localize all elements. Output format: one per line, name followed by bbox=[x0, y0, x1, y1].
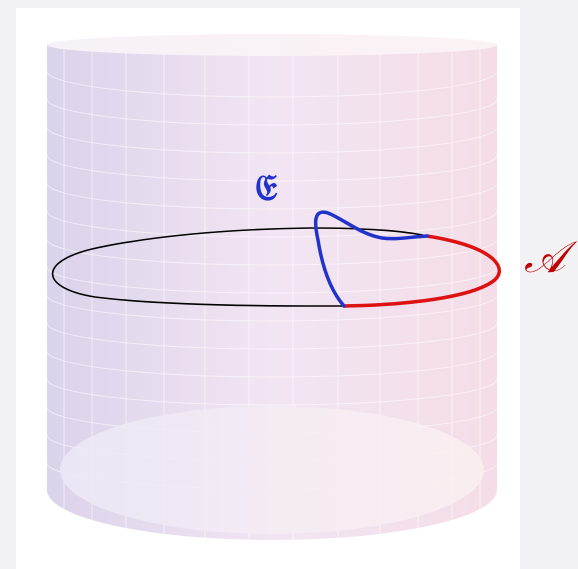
boundary-circle bbox=[51, 227, 428, 307]
wedge-label: 𝔈 bbox=[255, 167, 278, 209]
cylinder-bottom-disk bbox=[60, 406, 484, 534]
region-label: 𝒜 bbox=[524, 232, 566, 283]
cylinder-top-cap bbox=[47, 34, 497, 56]
region-arc bbox=[342, 234, 502, 308]
wedge-curve bbox=[313, 210, 429, 308]
